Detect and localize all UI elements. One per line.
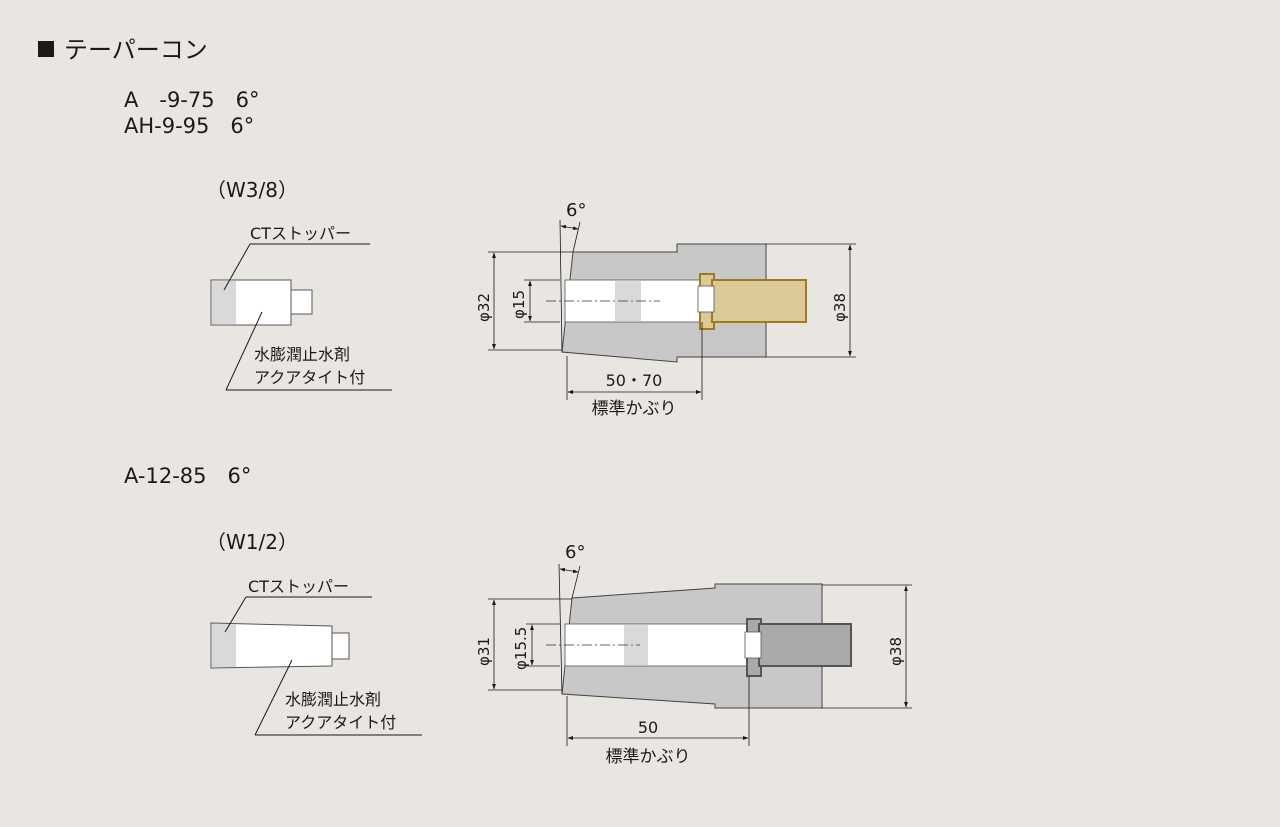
dim-phi38-label-2: φ38 — [887, 637, 905, 666]
dimensions-1 — [488, 219, 856, 400]
page-title-text: テーパーコン — [64, 36, 208, 64]
cross-section-2 — [546, 583, 852, 709]
ct-stopper-sketch-2 — [210, 596, 422, 736]
dim-phi31-label: φ31 — [475, 637, 493, 666]
page-title: テーパーコン — [38, 38, 208, 62]
sealant-label-1b: アクアタイト付 — [254, 368, 365, 387]
sealant-label-2: 水膨潤止水剤 — [285, 690, 381, 709]
ct-stopper-label-1: CTストッパー — [250, 224, 351, 243]
dim-length-label-1: 50・70 — [606, 371, 663, 390]
ct-stopper-sketch-1 — [210, 243, 392, 391]
square-bullet-icon — [38, 41, 54, 57]
cover-caption-1: 標準かぶり — [592, 399, 677, 419]
angle-label-2: 6° — [565, 542, 585, 563]
dim-phi38-label-1: φ38 — [831, 293, 849, 322]
model-name-2: AH-9-95 6° — [124, 114, 255, 138]
ct-stopper-label-2: CTストッパー — [248, 577, 349, 596]
dim-phi15-5-label: φ15.5 — [512, 627, 530, 670]
cover-caption-2: 標準かぶり — [606, 747, 691, 767]
sealant-label-1: 水膨潤止水剤 — [254, 345, 350, 364]
thread-size-1: （W3/8） — [206, 178, 298, 202]
cross-section-1 — [546, 243, 807, 363]
dim-phi15-label: φ15 — [510, 290, 528, 319]
model-name-3: A-12-85 6° — [124, 464, 252, 488]
thread-size-2: （W1/2） — [206, 530, 298, 554]
sealant-label-2b: アクアタイト付 — [285, 713, 396, 732]
dim-phi32-label: φ32 — [475, 293, 493, 322]
angle-label-1: 6° — [566, 200, 586, 221]
model-name-1: A -9-75 6° — [124, 88, 260, 112]
dim-length-label-2: 50 — [638, 718, 658, 737]
dimensions-2 — [488, 563, 912, 746]
